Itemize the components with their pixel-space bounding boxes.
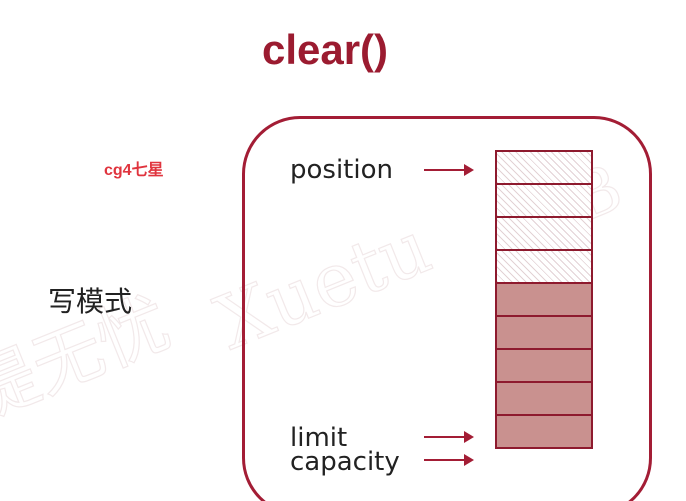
buffer-cell-filled bbox=[495, 282, 593, 317]
buffer-cell-filled bbox=[495, 414, 593, 449]
capacity-label: capacity bbox=[290, 447, 400, 477]
position-arrow-icon bbox=[424, 164, 474, 176]
mode-label: 写模式 bbox=[48, 285, 133, 318]
capacity-arrow-icon bbox=[424, 454, 474, 466]
buffer-cell-hatched bbox=[495, 216, 593, 251]
buffer-cell-filled bbox=[495, 381, 593, 416]
buffer-cell-filled bbox=[495, 348, 593, 383]
tag-label: cg4七星 bbox=[104, 162, 164, 179]
page-title: clear() bbox=[261, 26, 389, 73]
buffer-frame bbox=[242, 116, 652, 501]
position-label: position bbox=[290, 155, 393, 185]
buffer-cell-filled bbox=[495, 315, 593, 350]
limit-label: limit bbox=[290, 423, 348, 453]
buffer-cell-hatched bbox=[495, 249, 593, 284]
limit-arrow-icon bbox=[424, 431, 474, 443]
buffer-cell-hatched bbox=[495, 183, 593, 218]
buffer-cells bbox=[495, 150, 593, 449]
buffer-cell-hatched bbox=[495, 150, 593, 185]
